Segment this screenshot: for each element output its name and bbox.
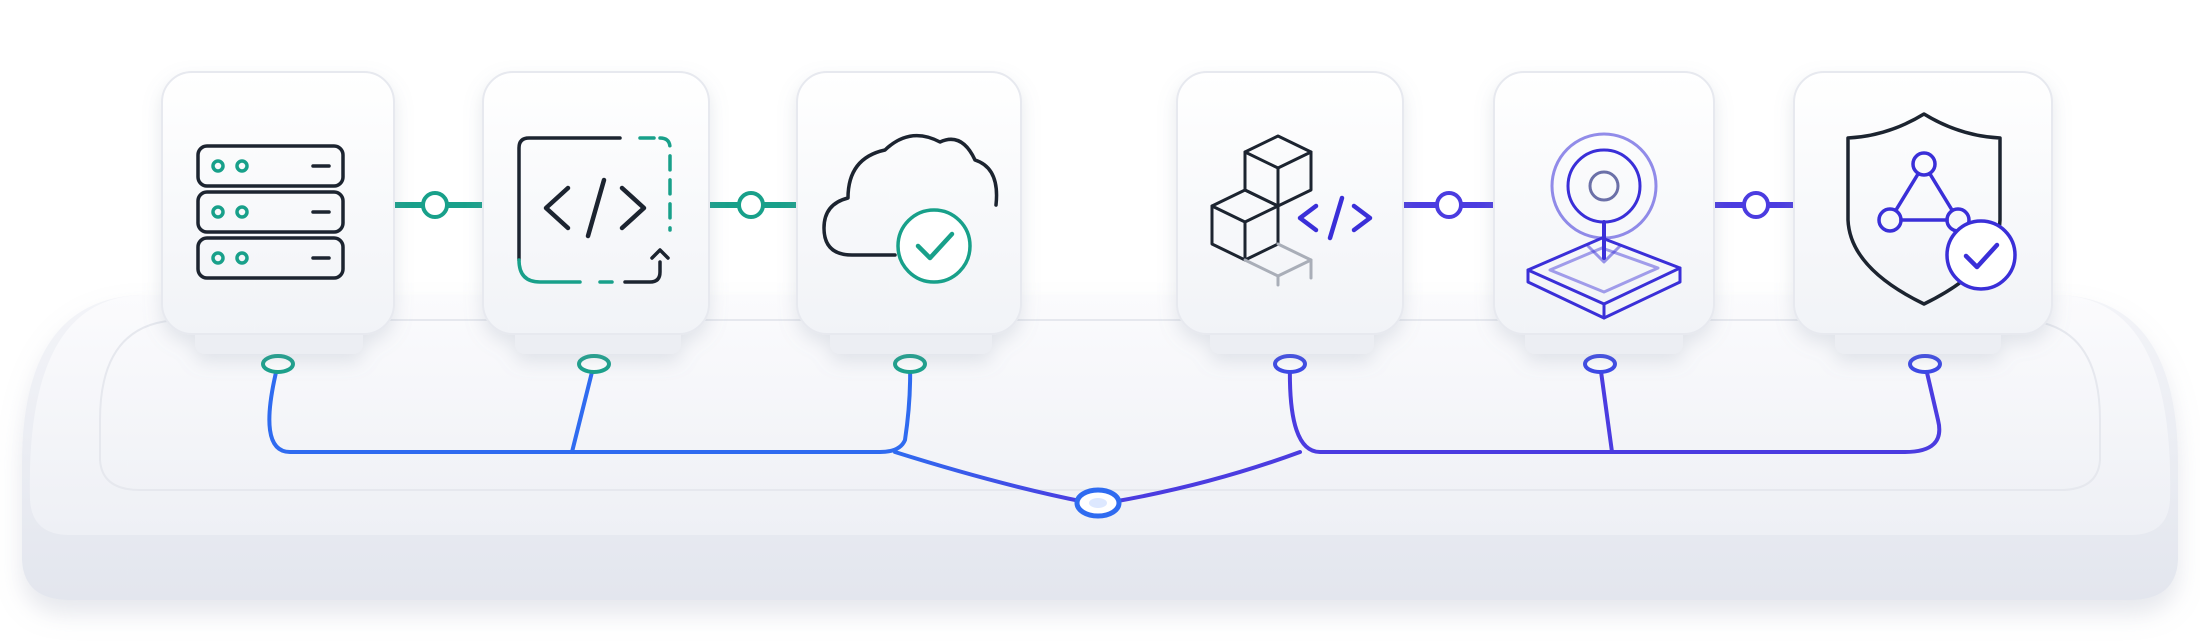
wiring <box>267 362 1942 504</box>
port-secure-network <box>1908 354 1942 374</box>
location-platform-icon <box>1526 132 1682 320</box>
tile-cloud-verified <box>796 71 1022 354</box>
tile-ports <box>261 354 1942 374</box>
right-bus <box>1287 362 1942 454</box>
port-deploy-target <box>1583 354 1617 374</box>
left-drop-2 <box>570 362 596 454</box>
port-cloud-verified <box>893 354 927 374</box>
tile-deploy-target <box>1493 71 1715 354</box>
port-server-stack <box>261 354 295 374</box>
code-editor-icon <box>517 136 672 284</box>
tile-server-stack <box>161 71 395 354</box>
base-platform <box>21 295 2179 600</box>
base-inner-panel <box>99 319 2101 491</box>
link-nodes <box>421 191 1770 219</box>
cloud-check-icon <box>822 133 999 284</box>
shield-network-check-icon <box>1846 112 2017 306</box>
hub-left-link <box>893 450 1087 504</box>
central-hub <box>1074 487 1122 519</box>
port-code-editor <box>577 354 611 374</box>
left-bus <box>267 362 913 454</box>
right-drop-2 <box>1598 362 1614 454</box>
tile-code-blocks <box>1176 71 1404 354</box>
port-code-blocks <box>1273 354 1307 374</box>
hub-right-link <box>1110 450 1302 504</box>
server-stack-icon <box>196 144 345 280</box>
code-blocks-icon <box>1210 134 1373 287</box>
